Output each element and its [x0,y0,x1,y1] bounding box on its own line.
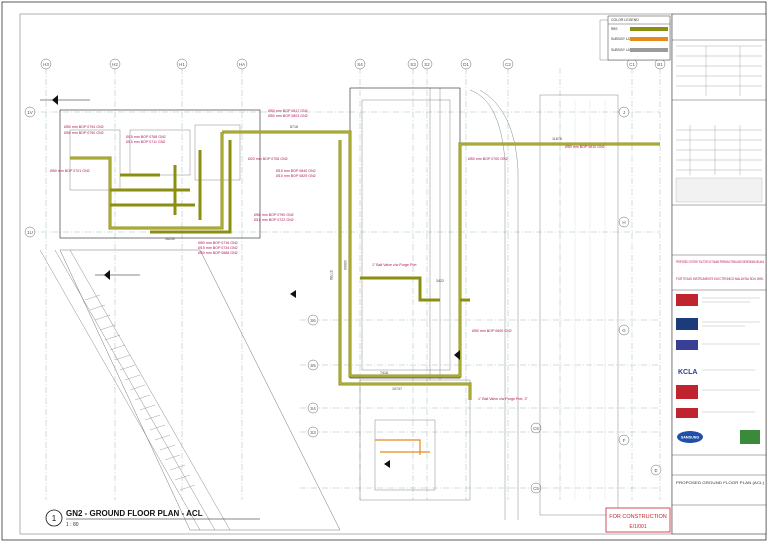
grid-tag: 1U [27,230,33,235]
dimension: 37788 [329,270,333,280]
pipe-label: Ø50 mm BOP 0701 GN2 [50,169,90,173]
view-scale: 1 : 80 [66,522,79,528]
dimension: 16250 [165,237,175,241]
pipe-label: Ø15 mm BOP 0768 GN2 [126,135,166,139]
legend-label: SUBSIDY LATERAL - REF [611,48,649,52]
section-markers [40,95,460,468]
view-number: 1 [52,514,57,523]
dimension: 7416 [380,371,388,375]
pipe-label: Ø50 mm BOP 0803 GN2 [268,114,308,118]
stamp-number: E/1/001 [629,524,646,530]
title-block: PROPOSED 3 STOREY FACTORY AT TAMAN PERIN… [671,13,767,535]
pipe-label: Ø15 mm BOP 0840 GN2 [276,169,316,173]
grid-tag: J [623,110,625,115]
firm-logo-kcla: KCLA [678,369,697,376]
pipe-label: Ø15 mm BOP 0734 GN2 [198,246,238,250]
legend-swatch [630,37,668,41]
firm-logo-1 [676,294,698,306]
samsung-logo-text: SAMSUNG [681,436,700,440]
grid-tags-top: H3 H2 H1 HA S4 S3 S2 D1 C2 C1 B1 [40,58,666,70]
project-name: PROPOSED 3 STOREY FACTORY AT TAMAN PERIN… [676,260,764,264]
firm-logo-3 [676,340,698,350]
client-name: FOR TEXAS INSTRUMENTS ELECTRONICS MALAYS… [676,277,764,281]
grid-tag: S4 [357,62,363,67]
parking-area [39,249,341,531]
pipe-label: Ø50 mm BOP 0716 GN2 [198,241,238,245]
valve-label: 1" Ball Valve c/w Purge Port, 3" [478,397,529,401]
grid-tag: D1 [463,62,469,67]
pipe-label: Ø15 mm BOP 0722 GN2 [254,218,294,222]
dimension: 10747 [392,387,402,391]
grid-tags-right: J H G F E [618,106,662,476]
firm-logo-5 [676,408,698,418]
firm-logos: KCLA SAMSUNG [676,294,760,444]
grid-tag: C6 [533,426,539,431]
firm-logo-2 [676,318,698,330]
legend-swatch [630,48,668,52]
firm-logo-4 [676,385,698,399]
pipe-label: Ø50 mm BOP 0688 GN2 [198,251,238,255]
grid-tag: S5 [310,363,316,368]
cert-badge [740,430,760,444]
pipe-label: Ø50 mm BOP 0610 GN2 [565,145,605,149]
pipe-label: Ø50 mm BOP 0817 GN2 [268,109,308,113]
grid-tag: E [654,468,657,473]
grid-tag: F [623,438,626,443]
pipe-label: Ø15 mm BOP 0711 GN2 [126,140,165,144]
pipe-label: Ø50 mm BOP 0794 GN2 [64,125,104,129]
legend-swatch [630,27,668,31]
grid-tags-mid: S6 S5 S4 S3 C6 C5 [307,314,542,494]
grid-tag: 1V [27,110,33,115]
status-text: FOR CONSTRUCTION [609,514,666,520]
pipe-label: Ø15 mm BOP 0829 GN2 [276,174,316,178]
grid-tag: S3 [410,62,416,67]
legend-label: RBS [611,27,618,31]
grid-tag: C1 [629,62,635,67]
legend-label: SUBSIDY LATERAL [611,37,640,41]
grid-tag: H [622,220,625,225]
dimensions: 8716 11678 7416 10747 37788 15000 3422 1… [165,125,562,391]
grid-tag: C5 [533,486,539,491]
grid-tag: G [622,328,626,333]
pipe-labels: Ø50 mm BOP 0794 GN2 Ø50 mm BOP 0790 GN2 … [50,109,605,401]
construction-stamp: FOR CONSTRUCTION E/1/001 [605,507,671,533]
pipe-label: Ø20 mm BOP 0706 GN2 [248,157,288,161]
view-title: 1 GN2 - GROUND FLOOR PLAN - ACL 1 : 80 [45,509,260,528]
pipe-label: Ø50 mm BOP 0790 GN2 [254,213,294,217]
valve-label: 1" Ball Valve c/w Purge Port [372,263,417,267]
dimension: 11678 [552,137,562,141]
grid-tag: H1 [179,62,185,67]
grid-tag: S3 [310,430,316,435]
grid-tag: B1 [657,62,663,67]
gn2-pipe-network [70,130,660,455]
pipe-label: Ø50 mm BOP 0605 GN2 [472,329,512,333]
samsung-logo [677,431,703,443]
pipe-label: Ø50 mm BOP 0700 GN2 [468,157,508,161]
dimension: 3422 [436,279,444,283]
grid-tag: HA [239,62,245,67]
grid-tags-left: 1V 1U [24,106,36,238]
dimension: 15000 [343,260,347,270]
grid-tag: H3 [43,62,49,67]
grid-tag: S6 [310,318,316,323]
pipe-label: Ø50 mm BOP 0790 GN2 [64,131,104,135]
grid-tag: S4 [310,406,316,411]
grid-tag: H2 [112,62,118,67]
dimension: 8716 [290,125,298,129]
drawing-title: PROPOSED GROUND FLOOR PLAN (ACL) [676,481,764,485]
view-title-text: GN2 - GROUND FLOOR PLAN - ACL [66,509,203,518]
grid-tag: S2 [424,62,430,67]
legend-title: COLOR LEGEND [611,18,639,22]
grid-tag: C2 [505,62,511,67]
color-legend: COLOR LEGEND RBS SUBSIDY LATERAL SUBSIDY… [607,15,671,61]
